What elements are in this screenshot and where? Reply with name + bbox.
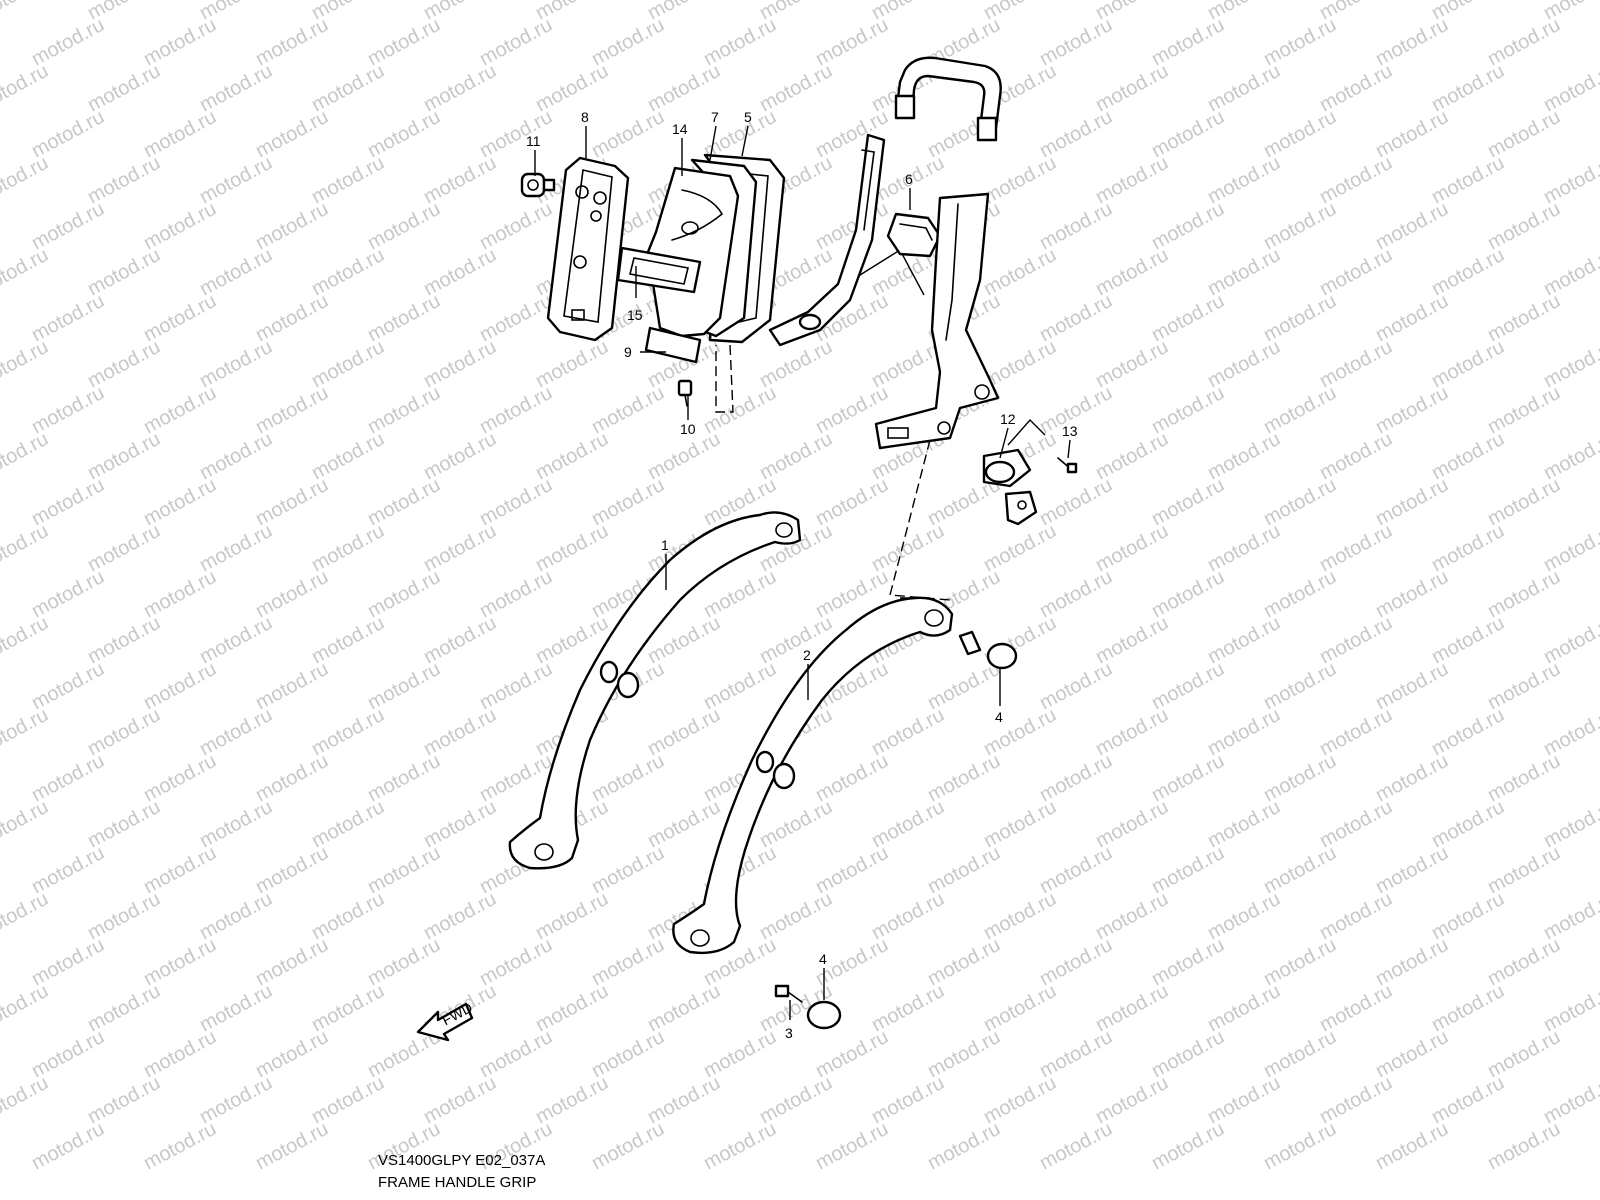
watermark-text: motod.ru (1596, 934, 1600, 990)
watermark-text: motod.ru (0, 520, 52, 576)
callout-15: 15 (627, 307, 643, 323)
watermark-text: motod.ru (1596, 1026, 1600, 1082)
part-4-cap-upper (958, 630, 1018, 670)
callout-10: 10 (680, 421, 696, 437)
part-14-cover-plate (646, 166, 740, 338)
callout-11: 11 (526, 133, 541, 149)
watermark-text: motod.ru (0, 980, 52, 1036)
part-15-strap (616, 246, 702, 294)
watermark-text: motod.ru (812, 1118, 892, 1174)
backrest-frame (874, 192, 1000, 450)
watermark-text: motod.ru (0, 244, 52, 300)
watermark-text: motod.ru (1484, 1118, 1564, 1174)
part-4-cap-lower (806, 1000, 842, 1030)
callout-3: 3 (785, 1025, 793, 1041)
callout-4-upper: 4 (995, 709, 1003, 725)
watermark-text: motod.ru (1260, 1118, 1340, 1174)
watermark-text: motod.ru (140, 1118, 220, 1174)
watermark-text: motod.ru (1596, 198, 1600, 254)
watermark-text: motod.ru (1596, 566, 1600, 622)
callout-12: 12 (1000, 411, 1016, 427)
callout-5: 5 (744, 109, 752, 125)
watermark-text: motod.ru (0, 60, 52, 116)
watermark-text: motod.ru (0, 1072, 52, 1128)
watermark-text: motod.ru (1372, 1118, 1452, 1174)
watermark-text: motod.ru (0, 336, 52, 392)
watermark-text: motod.ru (1036, 1118, 1116, 1174)
part-1-handle-grip-left (508, 511, 802, 870)
backrest-rear-stay (768, 133, 886, 347)
watermark-text: motod.ru (1596, 474, 1600, 530)
callout-1: 1 (661, 537, 669, 553)
model-code: VS1400GLPY E02_037A (378, 1152, 546, 1169)
part-13-screw (1057, 457, 1078, 474)
watermark-text: motod.ru (1148, 1118, 1228, 1174)
part-2-handle-grip-right (672, 596, 954, 955)
watermark-text: motod.ru (1596, 842, 1600, 898)
watermark-text: motod.ru (1596, 106, 1600, 162)
watermark-text: motod.ru (0, 152, 52, 208)
watermark-text: motod.ru (0, 428, 52, 484)
watermark-text: motod.ru (0, 612, 52, 668)
watermark-text: motod.ru (588, 1118, 668, 1174)
callout-13: 13 (1062, 423, 1078, 439)
watermark-text: motod.ru (28, 1118, 108, 1174)
watermark-text: motod.ru (700, 1118, 780, 1174)
callout-6: 6 (905, 171, 913, 187)
part-6-damper (886, 212, 942, 258)
callout-leaders (534, 125, 1071, 1020)
watermark-layer: motod.ru motod.ru motod.ru motod.ru motod.ru… (0, 0, 1600, 1174)
part-11-cap-nut (520, 172, 556, 198)
watermark-text: motod.ru (1596, 658, 1600, 714)
watermark-text: motod.ru (1596, 1118, 1600, 1174)
grab-handle-top (894, 56, 1002, 142)
watermark-text: motod.ru (0, 0, 52, 24)
part-12-lock (982, 448, 1038, 526)
diagram-title: FRAME HANDLE GRIP (378, 1174, 537, 1191)
callout-numbers: 1 2 3 4 4 5 6 7 8 9 10 11 12 13 14 15 (526, 109, 1078, 1041)
callout-14: 14 (672, 121, 688, 137)
watermark-text: motod.ru (1596, 290, 1600, 346)
watermark-text: motod.ru (252, 1118, 332, 1174)
watermark-text: motod.ru (924, 1118, 1004, 1174)
watermark-text: motod.ru (0, 704, 52, 760)
watermark-text: motod.ru (1596, 382, 1600, 438)
callout-7: 7 (711, 109, 719, 125)
watermark-text: motod.ru (1596, 14, 1600, 70)
callout-9: 9 (624, 344, 632, 360)
watermark-text: motod.ru (1596, 750, 1600, 806)
callout-2: 2 (803, 647, 811, 663)
part-9-cushion (644, 326, 702, 364)
watermark-text: motod.ru (0, 796, 52, 852)
callout-4-lower: 4 (819, 951, 827, 967)
part-8-back-plate (546, 156, 630, 342)
part-10-bolt (677, 379, 693, 407)
part-3-bolt (774, 984, 803, 1003)
watermark-text: motod.ru (0, 888, 52, 944)
callout-8: 8 (581, 109, 589, 125)
